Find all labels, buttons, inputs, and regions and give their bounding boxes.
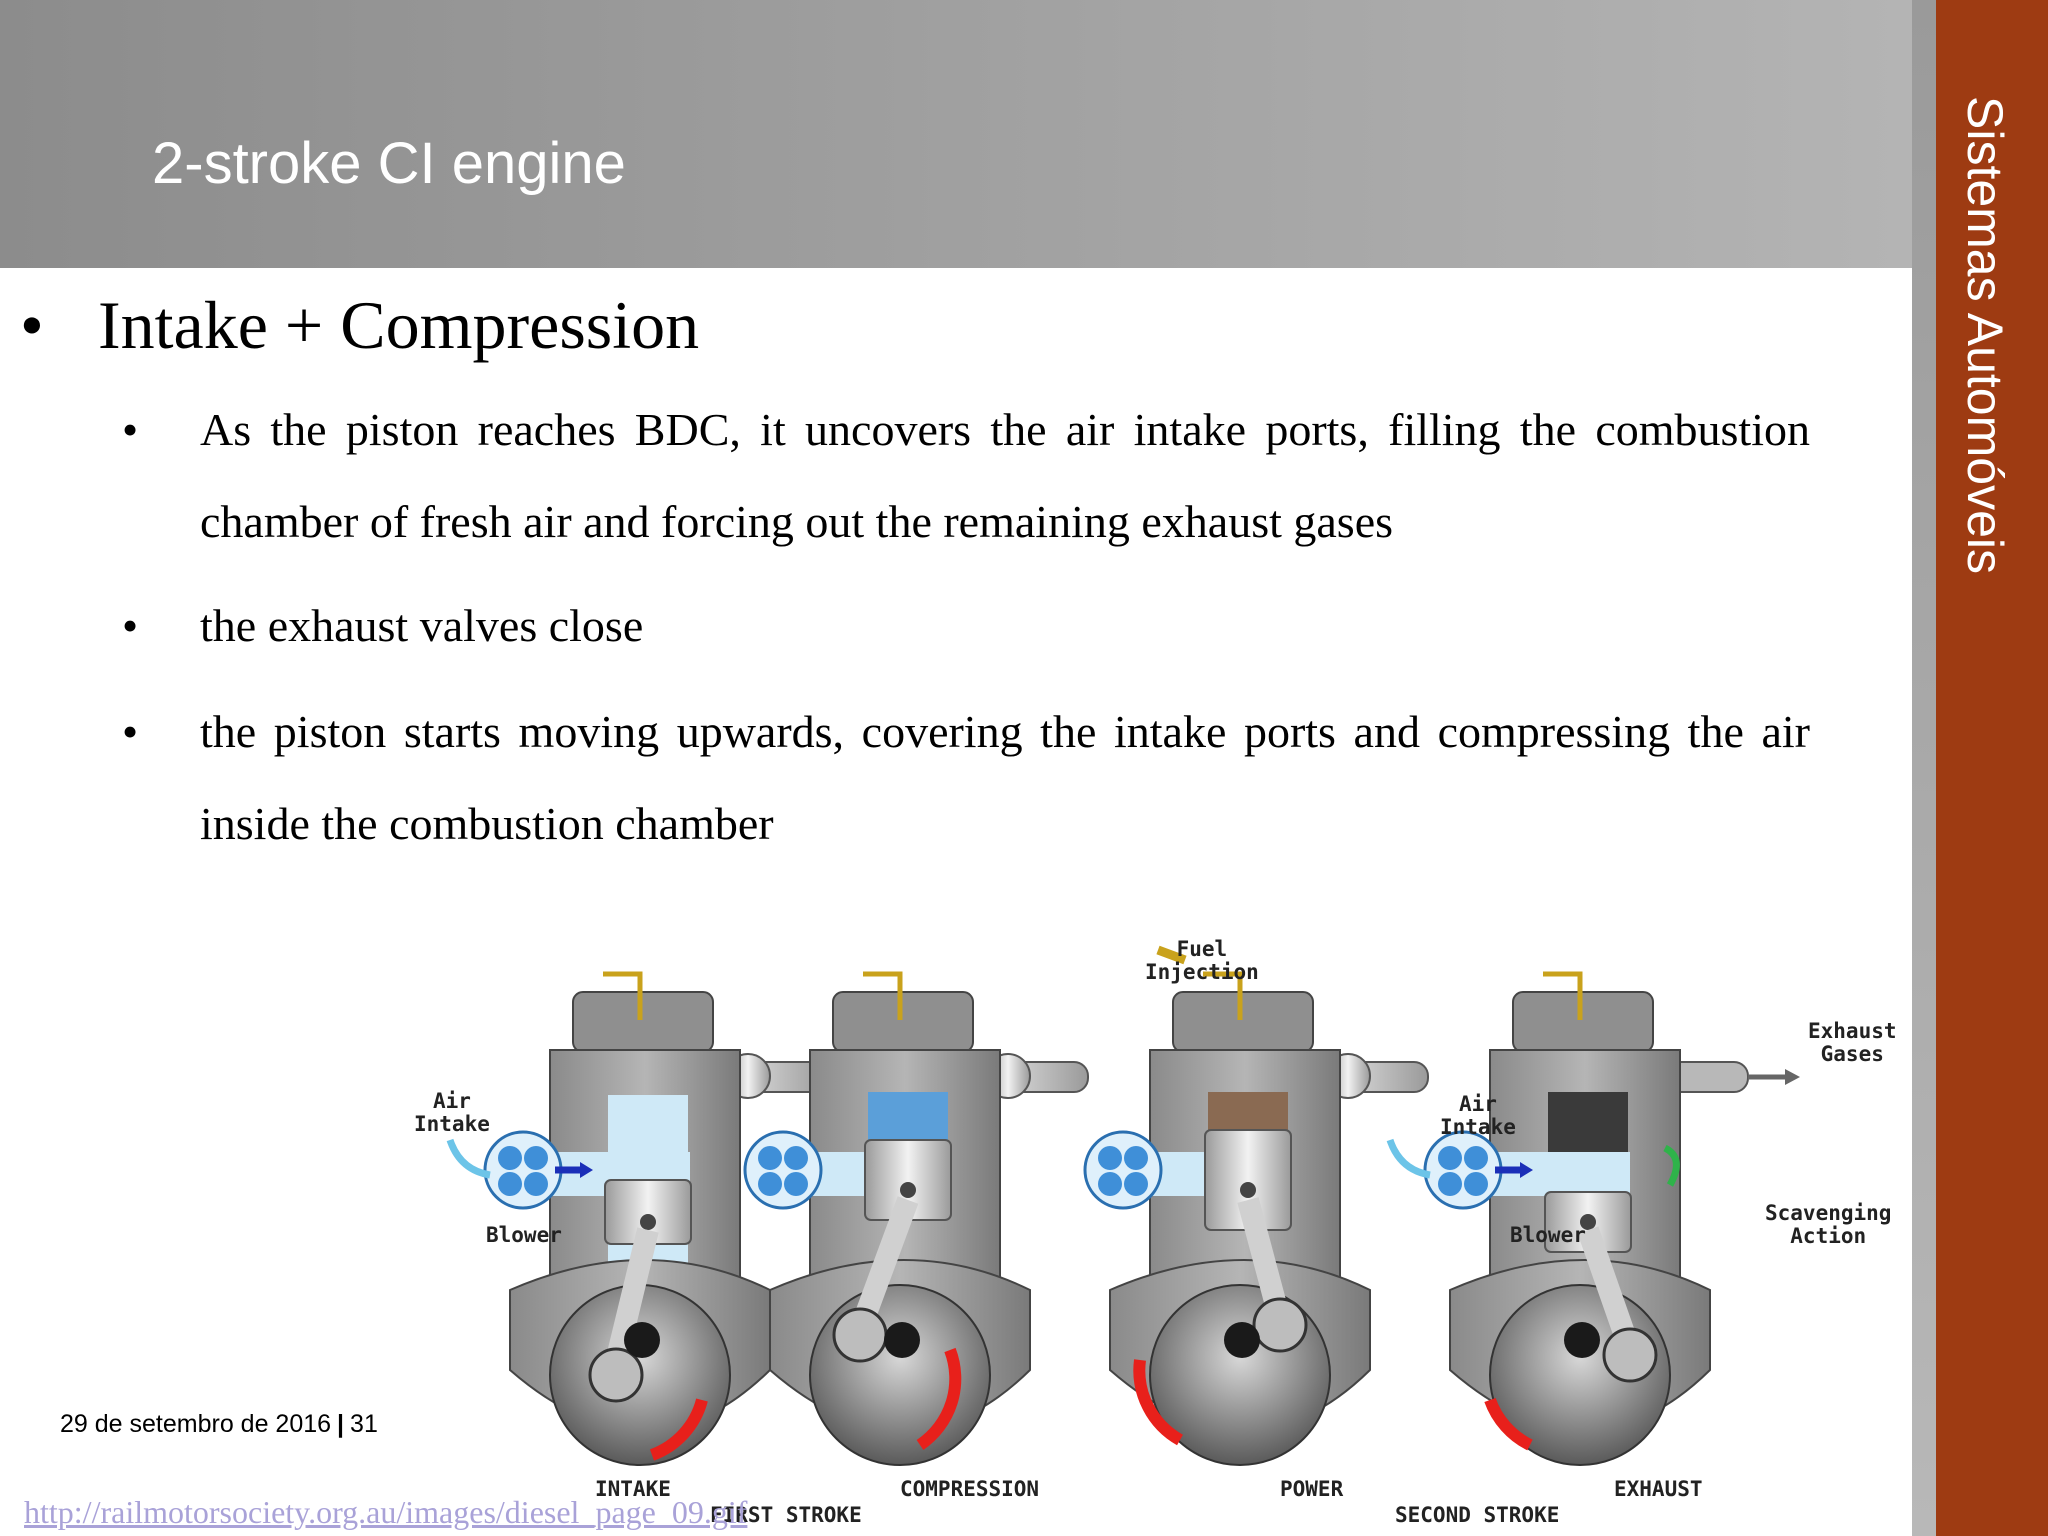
- bullet-marker: •: [122, 600, 139, 651]
- bullet-item: • As the piston reaches BDC, it uncovers…: [122, 384, 1810, 568]
- side-bar-label: Sistemas Automóveis: [1957, 96, 2013, 574]
- bullet-item: • the exhaust valves close: [122, 580, 1810, 672]
- engine-compression: [743, 971, 1089, 1466]
- stage-label-intake: INTAKE: [595, 1477, 671, 1501]
- heading-bullet: • Intake + Compression: [20, 286, 699, 365]
- engine-power: [1083, 945, 1429, 1466]
- bullet-marker: •: [20, 287, 44, 363]
- stage-label-power: POWER: [1280, 1477, 1344, 1501]
- side-divider-strip: [1912, 0, 1936, 1536]
- label-blower-1: Blower: [486, 1223, 562, 1247]
- label-exhaust-gases: Exhaust Gases: [1808, 1019, 1897, 1066]
- bullet-item: • the piston starts moving upwards, cove…: [122, 686, 1810, 870]
- label-scavenging-action: Scavenging Action: [1765, 1201, 1892, 1248]
- source-link[interactable]: http://railmotorsociety.org.au/images/di…: [24, 1494, 748, 1530]
- page-number: 31: [350, 1410, 378, 1438]
- label-blower-2: Blower: [1510, 1223, 1586, 1247]
- bullet-marker: •: [122, 706, 139, 757]
- stage-label-compression: COMPRESSION: [900, 1477, 1040, 1501]
- bullet-text: the exhaust valves close: [200, 600, 644, 651]
- label-air-intake-2: Air Intake: [1440, 1092, 1516, 1139]
- label-fuel-injection: Fuel Injection: [1145, 937, 1259, 984]
- engine-cycle-illustration: [446, 945, 1800, 1466]
- footer-date: 29 de setembro de 2016: [60, 1410, 332, 1438]
- bullet-marker: •: [122, 404, 139, 455]
- slide-header: 2-stroke CI engine: [0, 0, 1912, 268]
- stroke-label-second: SECOND STROKE: [1395, 1503, 1560, 1527]
- label-air-intake-1: Air Intake: [414, 1089, 490, 1136]
- two-stroke-engine-diagram: Fuel Injection Air Intake Blower Air Int…: [390, 930, 1910, 1536]
- engine-intake: [446, 971, 829, 1466]
- engine-exhaust: [1386, 971, 1800, 1466]
- heading-text: Intake + Compression: [98, 287, 700, 363]
- footer-separator: |: [337, 1410, 345, 1438]
- side-bar: [1936, 0, 2048, 1536]
- stroke-label-first: FIRST STROKE: [710, 1503, 862, 1527]
- slide-title: 2-stroke CI engine: [152, 131, 626, 196]
- stage-label-exhaust: EXHAUST: [1614, 1477, 1703, 1501]
- bullet-text: the piston starts moving upwards, coveri…: [200, 706, 1810, 849]
- footer-date-page: 29 de setembro de 2016|31: [60, 1410, 378, 1439]
- bullet-text: As the piston reaches BDC, it uncovers t…: [200, 404, 1810, 547]
